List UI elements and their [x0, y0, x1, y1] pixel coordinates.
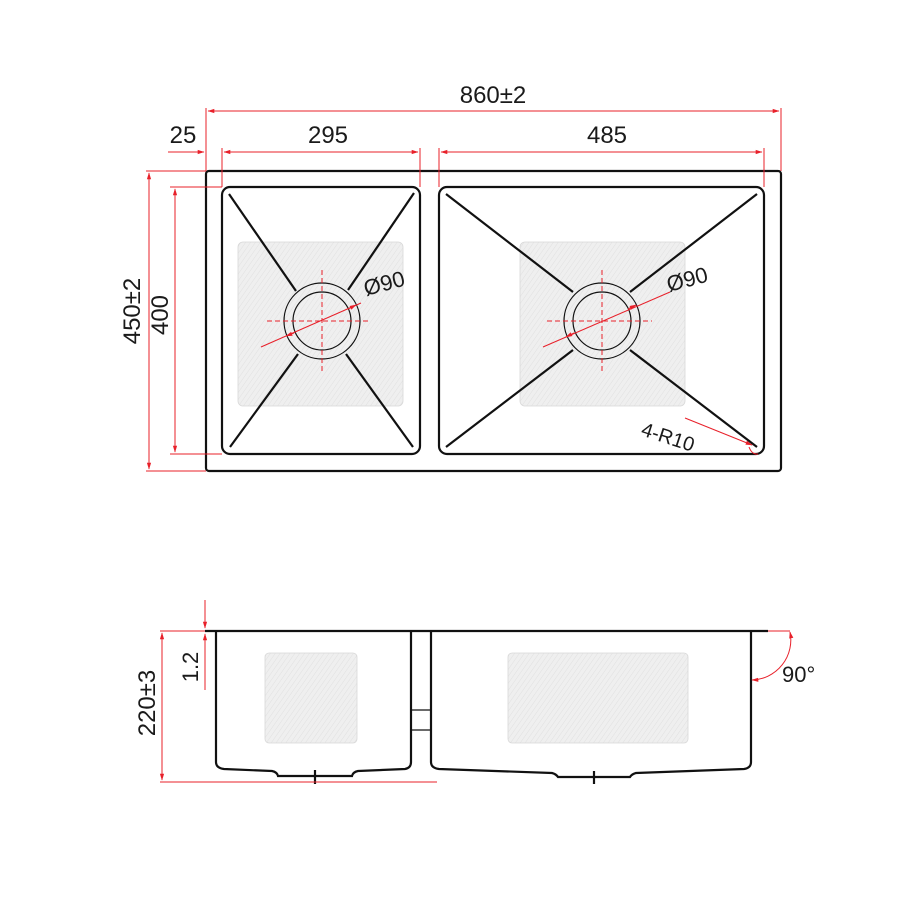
- large-bowl-grid: [519, 241, 686, 407]
- top-view: Ø90 Ø90 4-R10: [119, 82, 783, 473]
- flange-offset-label: 25: [170, 122, 197, 149]
- small-bowl: Ø90: [220, 185, 422, 456]
- overall-width-label: 860±2: [460, 82, 527, 109]
- large-bowl-side-grid: [507, 652, 689, 744]
- wall-angle-label: 90°: [782, 662, 815, 687]
- large-bowl: Ø90 4-R10: [437, 185, 766, 457]
- small-bowl-outline: [220, 185, 422, 456]
- large-drain-icon: [542, 270, 671, 372]
- dimension-overall-width: 860±2: [205, 82, 782, 171]
- bowl-depth-label: 400: [147, 295, 174, 335]
- large-bowl-width-label: 485: [587, 122, 627, 149]
- dimension-depths: 450±2 400: [119, 170, 222, 472]
- small-drain-icon: [260, 270, 371, 372]
- sink-flange-outline: [204, 169, 783, 473]
- large-bowl-outline: [437, 185, 766, 456]
- overall-depth-label: 450±2: [119, 278, 146, 345]
- small-bowl-side-grid: [264, 652, 358, 744]
- large-bowl-profile: [429, 631, 753, 779]
- small-bowl-width-label: 295: [308, 122, 348, 149]
- small-bowl-grid: [237, 241, 404, 407]
- side-view: 90° 220±3 1.2: [134, 600, 815, 784]
- thickness-label: 1.2: [178, 652, 203, 683]
- height-label: 220±3: [134, 670, 161, 737]
- corner-radius-label: 4-R10: [638, 419, 697, 457]
- dimension-bowl-widths: 25 295 485: [168, 122, 765, 187]
